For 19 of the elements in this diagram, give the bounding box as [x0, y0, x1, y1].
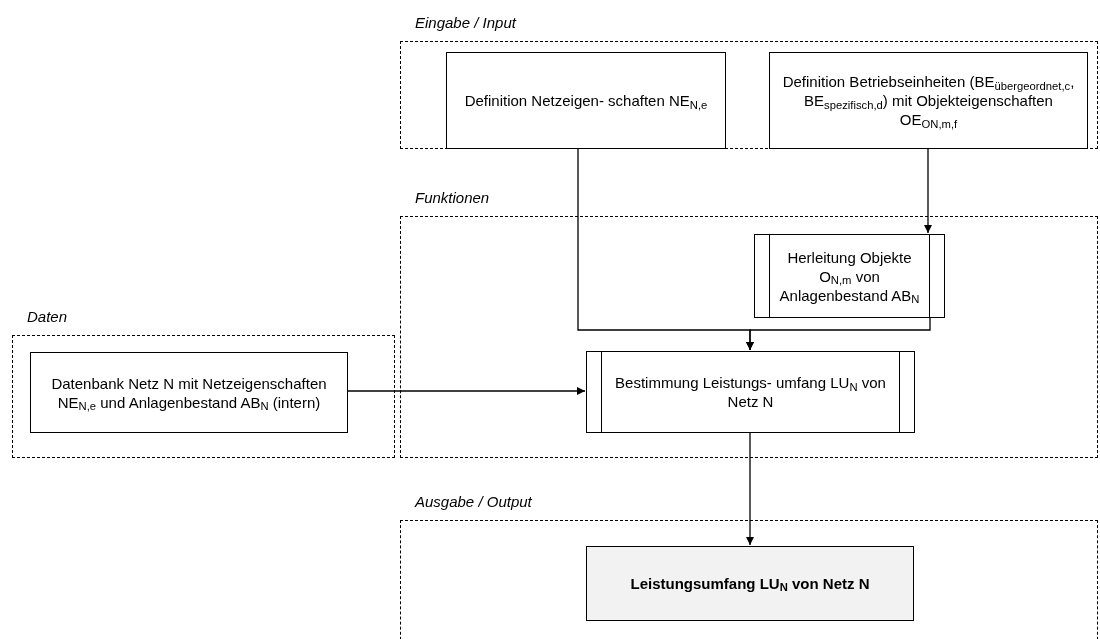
- output-text: Leistungsumfang LU$_{N}$ von Netz N: [630, 573, 870, 594]
- process-text: Herleitung Objekte O$_{N,m}$ von Anlagenbestand AB$_{N}$: [778, 247, 921, 305]
- arrow: [746, 316, 931, 351]
- predefined-process-box: [586, 351, 915, 433]
- output-box: [586, 546, 914, 621]
- arrow: [346, 387, 586, 395]
- arrow: [746, 431, 754, 546]
- process-text: Bestimmung Leistungs- umfang LU$_{N}$ von Netz N: [614, 373, 887, 411]
- process-box: [769, 52, 1088, 149]
- predefined-process-box: [754, 234, 945, 318]
- box-text: Definition Netzeigen- schaften NE$_{N,e}$: [464, 91, 708, 110]
- arrow: [924, 147, 932, 234]
- group-heading: Ausgabe / Output: [415, 492, 532, 512]
- group-heading: Eingabe / Input: [415, 13, 516, 33]
- group-heading: Daten: [27, 307, 68, 327]
- group-heading: Funktionen: [415, 188, 490, 208]
- process-box: [30, 352, 348, 433]
- box-text: Datenbank Netz N mit Netzeigenschaften NE$_{N,e}$ und Anlagenbestand AB$_{N}$ (intern): [50, 373, 328, 412]
- process-box: [446, 52, 726, 149]
